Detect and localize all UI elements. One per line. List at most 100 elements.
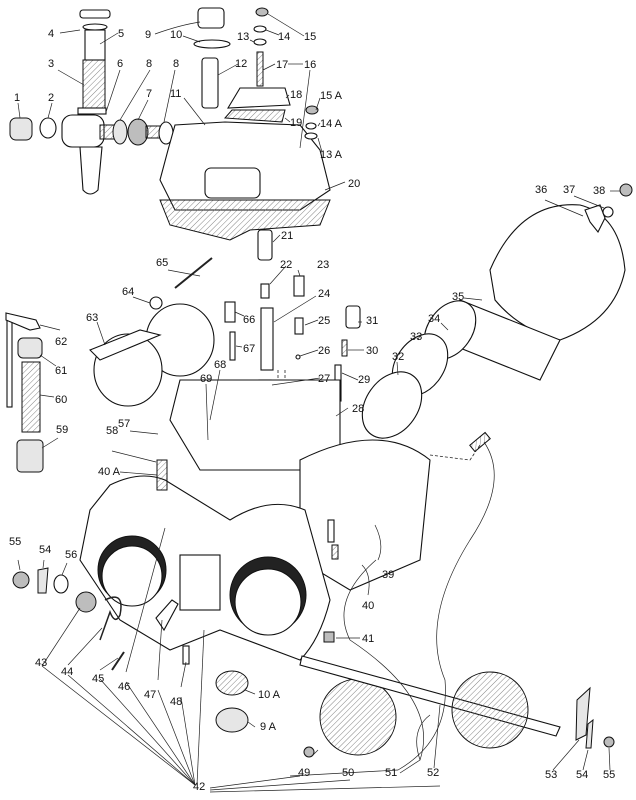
label-46: 46 bbox=[118, 681, 130, 693]
leader-line bbox=[299, 349, 319, 357]
part-55-right bbox=[603, 736, 615, 748]
leader-line bbox=[285, 94, 290, 99]
label-12: 12 bbox=[235, 58, 247, 70]
part-5 bbox=[84, 29, 106, 61]
label-49: 49 bbox=[298, 767, 310, 779]
parts-drawing bbox=[5, 7, 633, 758]
choke-bore-right-inner bbox=[234, 568, 302, 636]
label-57: 57 bbox=[118, 418, 130, 430]
label-1: 1 bbox=[14, 92, 20, 104]
part-9A bbox=[215, 707, 249, 733]
part-44 bbox=[99, 596, 122, 641]
label-9A: 9 A bbox=[260, 721, 277, 733]
label-6: 6 bbox=[117, 58, 123, 70]
label-33: 33 bbox=[410, 331, 422, 343]
part-18 bbox=[226, 87, 291, 109]
label-63: 63 bbox=[86, 312, 98, 324]
throttle-spindle-assembly bbox=[299, 655, 615, 756]
label-26: 26 bbox=[318, 345, 330, 357]
part-3 bbox=[82, 59, 106, 111]
leader-line bbox=[289, 441, 495, 777]
part-37 bbox=[602, 206, 614, 218]
label-48: 48 bbox=[170, 696, 182, 708]
label-24: 24 bbox=[318, 288, 330, 300]
leader-line bbox=[361, 564, 370, 596]
leader-line bbox=[67, 627, 103, 666]
part-5-cap bbox=[79, 9, 111, 19]
leader-line bbox=[163, 69, 176, 123]
label-7: 7 bbox=[146, 88, 152, 100]
label-32: 32 bbox=[392, 351, 404, 363]
part-15 bbox=[255, 7, 269, 17]
label-67: 67 bbox=[243, 343, 255, 355]
leader-line bbox=[17, 102, 21, 119]
leader-line bbox=[61, 562, 68, 576]
part-66 bbox=[224, 301, 236, 323]
label-44: 44 bbox=[61, 666, 73, 678]
leader-line bbox=[99, 678, 196, 786]
part-65 bbox=[174, 257, 213, 289]
part-14A bbox=[305, 122, 317, 130]
leader-line bbox=[167, 269, 201, 277]
part-59 bbox=[16, 439, 44, 473]
leader-line bbox=[125, 681, 196, 786]
label-68: 68 bbox=[214, 359, 226, 371]
leader-line bbox=[17, 559, 21, 571]
label-55: 55 bbox=[9, 536, 21, 548]
leader-line bbox=[335, 407, 349, 417]
label-13: 13 bbox=[237, 31, 249, 43]
leader-line bbox=[137, 99, 149, 121]
label-5: 5 bbox=[118, 28, 124, 40]
part-10 bbox=[193, 39, 231, 49]
part-45 bbox=[111, 651, 125, 671]
part-21 bbox=[257, 229, 273, 261]
leader-line bbox=[273, 295, 317, 323]
leader-line bbox=[311, 749, 319, 757]
part-60 bbox=[21, 361, 41, 433]
leader-line bbox=[272, 234, 281, 243]
label-3: 3 bbox=[48, 58, 54, 70]
part-14 bbox=[253, 25, 267, 33]
leader-line bbox=[374, 524, 382, 561]
leader-line bbox=[297, 269, 301, 277]
leader-line bbox=[582, 749, 589, 771]
part-30 bbox=[341, 339, 348, 357]
part-32 bbox=[361, 371, 423, 439]
label-14: 14 bbox=[278, 31, 290, 43]
leader-line bbox=[42, 559, 45, 569]
leader-line bbox=[324, 181, 346, 191]
leader-line bbox=[180, 696, 196, 786]
leader-line bbox=[244, 689, 256, 695]
label-69: 69 bbox=[200, 373, 212, 385]
part-13 bbox=[253, 38, 267, 46]
leader-line bbox=[57, 69, 85, 86]
part-38 bbox=[619, 183, 633, 197]
label-51: 51 bbox=[385, 767, 397, 779]
label-29: 29 bbox=[358, 374, 370, 386]
leader-line bbox=[183, 97, 206, 126]
label-54: 54 bbox=[39, 544, 51, 556]
leader-line bbox=[205, 383, 209, 441]
part-40A bbox=[156, 459, 168, 491]
part-1 bbox=[9, 117, 33, 141]
part-41 bbox=[323, 631, 335, 643]
part-62 bbox=[5, 312, 41, 331]
leader-line bbox=[440, 322, 449, 331]
leader-line bbox=[433, 704, 441, 769]
label-61: 61 bbox=[55, 365, 67, 377]
label-27: 27 bbox=[318, 373, 330, 385]
leader-line bbox=[267, 13, 305, 37]
label-10: 10 bbox=[170, 29, 182, 41]
label-34: 34 bbox=[428, 313, 440, 325]
part-62-rod bbox=[6, 314, 13, 408]
label-35: 35 bbox=[452, 291, 464, 303]
banjo-spout bbox=[79, 146, 103, 195]
label-22: 22 bbox=[280, 259, 292, 271]
part-64 bbox=[149, 296, 163, 310]
label-30: 30 bbox=[366, 345, 378, 357]
label-53: 53 bbox=[545, 769, 557, 781]
dashed-guide bbox=[429, 444, 481, 461]
part-12 bbox=[201, 57, 219, 109]
label-8b: 8 bbox=[173, 58, 179, 70]
